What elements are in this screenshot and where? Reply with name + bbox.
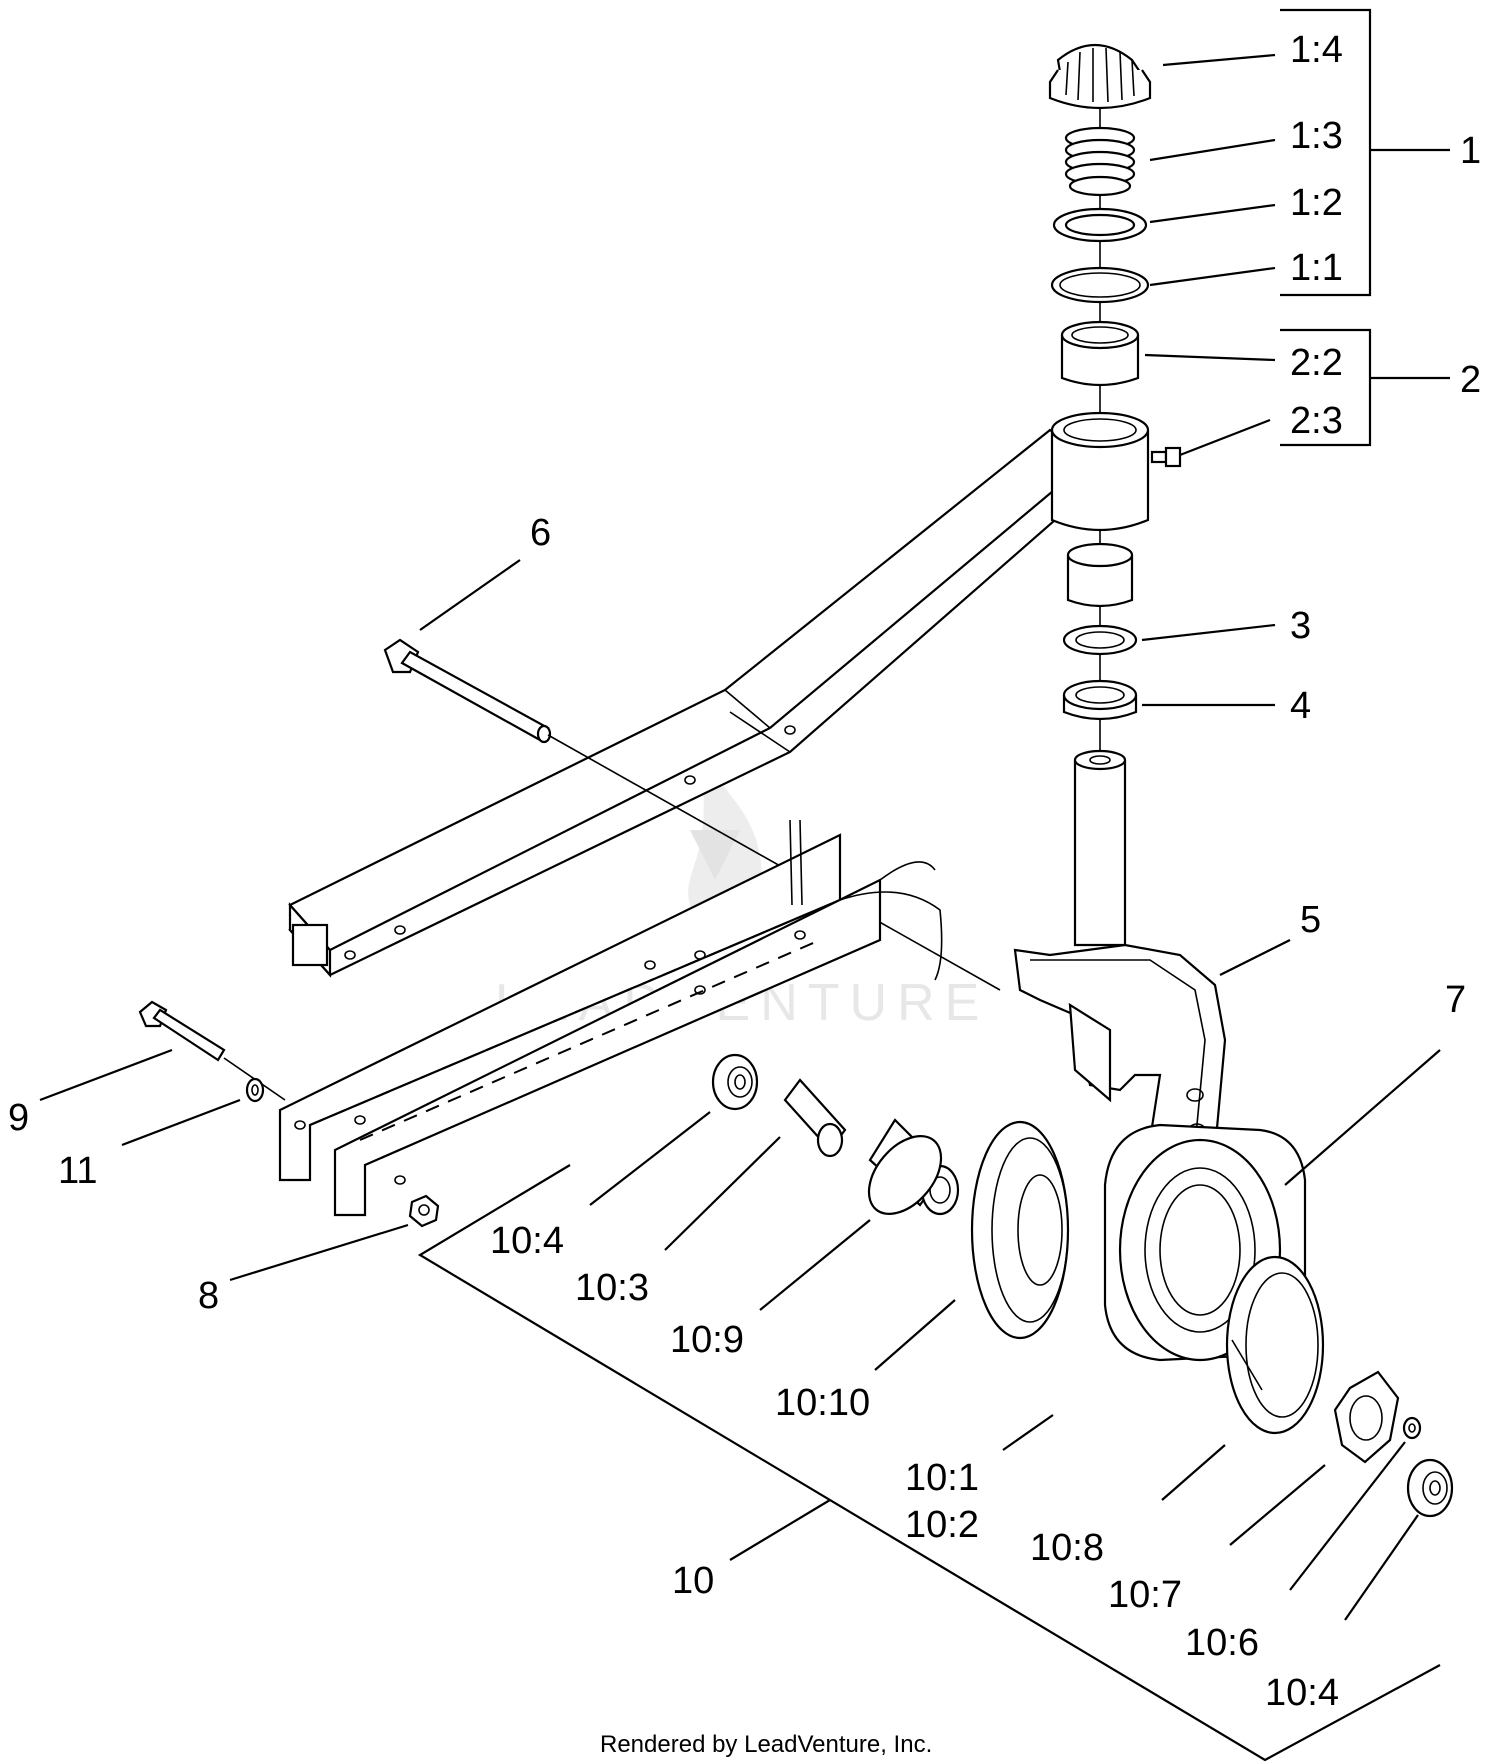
label-10-6: 10:6 (1185, 1622, 1259, 1664)
part-2-2-bushing (1060, 320, 1140, 387)
label-1-1: 1:1 (1290, 247, 1343, 289)
label-4: 4 (1290, 685, 1311, 727)
part-10-6-nut (1402, 1416, 1422, 1440)
label-10-1: 10:1 (905, 1457, 979, 1499)
label-2-3: 2:3 (1290, 400, 1343, 442)
part-5-caster-fork (1013, 749, 1227, 1172)
part-8-nut (408, 1194, 440, 1228)
label-6: 6 (530, 512, 551, 554)
part-1-4-cap (1048, 43, 1152, 110)
caster-arm-frame (288, 411, 1150, 978)
part-1-2-washer (1052, 207, 1148, 243)
label-5: 5 (1300, 899, 1321, 941)
label-10-9: 10:9 (670, 1319, 744, 1361)
part-10-3-spacer-tube (783, 1078, 847, 1158)
render-credit: Rendered by LeadVenture, Inc. (600, 1731, 932, 1758)
part-10-7-plate (1333, 1370, 1400, 1464)
lower-bushing (1066, 542, 1134, 608)
mounting-bracket (278, 819, 943, 1217)
label-1-3: 1:3 (1290, 115, 1343, 157)
label-1-2: 1:2 (1290, 182, 1343, 224)
label-10-7: 10:7 (1108, 1574, 1182, 1616)
label-3: 3 (1290, 605, 1311, 647)
label-10-2: 10:2 (905, 1504, 979, 1546)
part-2-3-grease-fitting (1150, 446, 1182, 468)
label-10-10: 10:10 (775, 1382, 870, 1424)
part-10-9-hub (867, 1118, 960, 1216)
part-10-4-bearing-left (711, 1053, 759, 1111)
label-10-4-left: 10:4 (490, 1220, 564, 1262)
label-11: 11 (58, 1150, 97, 1192)
leader-lines (39, 8, 1450, 1762)
label-10-4-right: 10:4 (1265, 1672, 1339, 1714)
label-10-3: 10:3 (575, 1267, 649, 1309)
part-11-washer (245, 1077, 265, 1103)
label-10-8: 10:8 (1030, 1527, 1104, 1569)
label-9: 9 (8, 1097, 29, 1139)
callout-labels: 1:4 1:3 1:2 1:1 1 2:2 2:3 2 3 4 5 6 7 8 … (8, 29, 1481, 1714)
label-1-4: 1:4 (1290, 29, 1343, 71)
part-1-3-spring (1064, 126, 1136, 197)
part-3-washer (1062, 624, 1138, 656)
part-10-4-bearing-right (1406, 1458, 1454, 1518)
label-10: 10 (672, 1560, 714, 1602)
part-10-8-rim-half (1225, 1255, 1325, 1435)
part-4-spacer (1062, 679, 1138, 721)
part-6-bolt (383, 638, 1001, 991)
part-1-1-snap-ring (1050, 266, 1150, 304)
part-9-bolt (138, 1000, 286, 1101)
part-10-10-rim-half (970, 1120, 1070, 1340)
label-2-2: 2:2 (1290, 342, 1343, 384)
label-1: 1 (1460, 130, 1481, 172)
label-8: 8 (198, 1275, 219, 1317)
label-2: 2 (1460, 359, 1481, 401)
label-7: 7 (1445, 979, 1466, 1021)
